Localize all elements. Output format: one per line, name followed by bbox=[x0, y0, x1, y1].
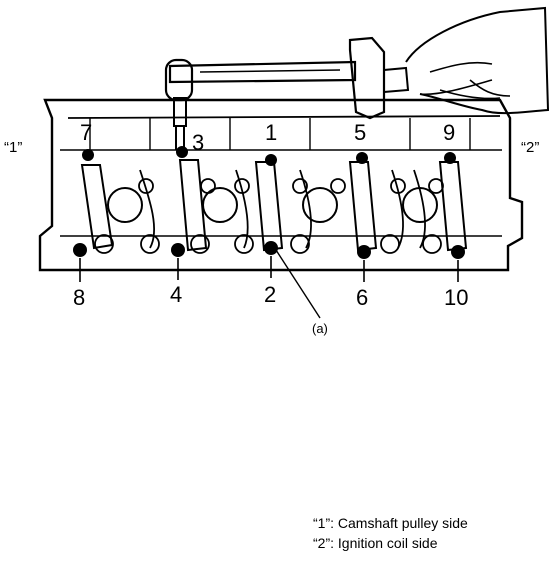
bolt-label-5: 5 bbox=[354, 120, 366, 145]
bolt-5 bbox=[356, 152, 368, 164]
bolt-10 bbox=[451, 245, 465, 259]
legend: “1”: Camshaft pulley side “2”: Ignition … bbox=[313, 513, 468, 553]
bolt-9 bbox=[444, 152, 456, 164]
callout-leader bbox=[275, 249, 321, 319]
bolt-7 bbox=[82, 149, 94, 161]
side-label-left: “1” bbox=[4, 139, 22, 156]
bolt-label-7: 7 bbox=[80, 120, 92, 145]
bolt-4 bbox=[171, 243, 185, 257]
bolt-label-3: 3 bbox=[192, 130, 204, 155]
bolt-2 bbox=[264, 241, 278, 255]
bolt-6 bbox=[357, 245, 371, 259]
hand-icon bbox=[405, 6, 550, 115]
bolt-label-2: 2 bbox=[264, 282, 276, 307]
bolt-1 bbox=[265, 154, 277, 166]
side-label-right: “2” bbox=[521, 139, 539, 156]
bolt-8 bbox=[73, 243, 87, 257]
legend-item-camshaft: “1”: Camshaft pulley side bbox=[313, 515, 468, 531]
bolt-label-6: 6 bbox=[356, 285, 368, 310]
legend-item-ignition: “2”: Ignition coil side bbox=[313, 535, 438, 551]
bolt-label-4: 4 bbox=[170, 282, 182, 307]
cylinder-head bbox=[38, 98, 524, 272]
head-bolts bbox=[73, 146, 465, 282]
bolt-3 bbox=[176, 146, 188, 158]
bolt-label-10: 10 bbox=[444, 285, 468, 310]
bolt-label-9: 9 bbox=[443, 120, 455, 145]
bolt-label-1: 1 bbox=[265, 120, 277, 145]
bolt-label-8: 8 bbox=[73, 285, 85, 310]
callout-label: (a) bbox=[312, 321, 328, 336]
